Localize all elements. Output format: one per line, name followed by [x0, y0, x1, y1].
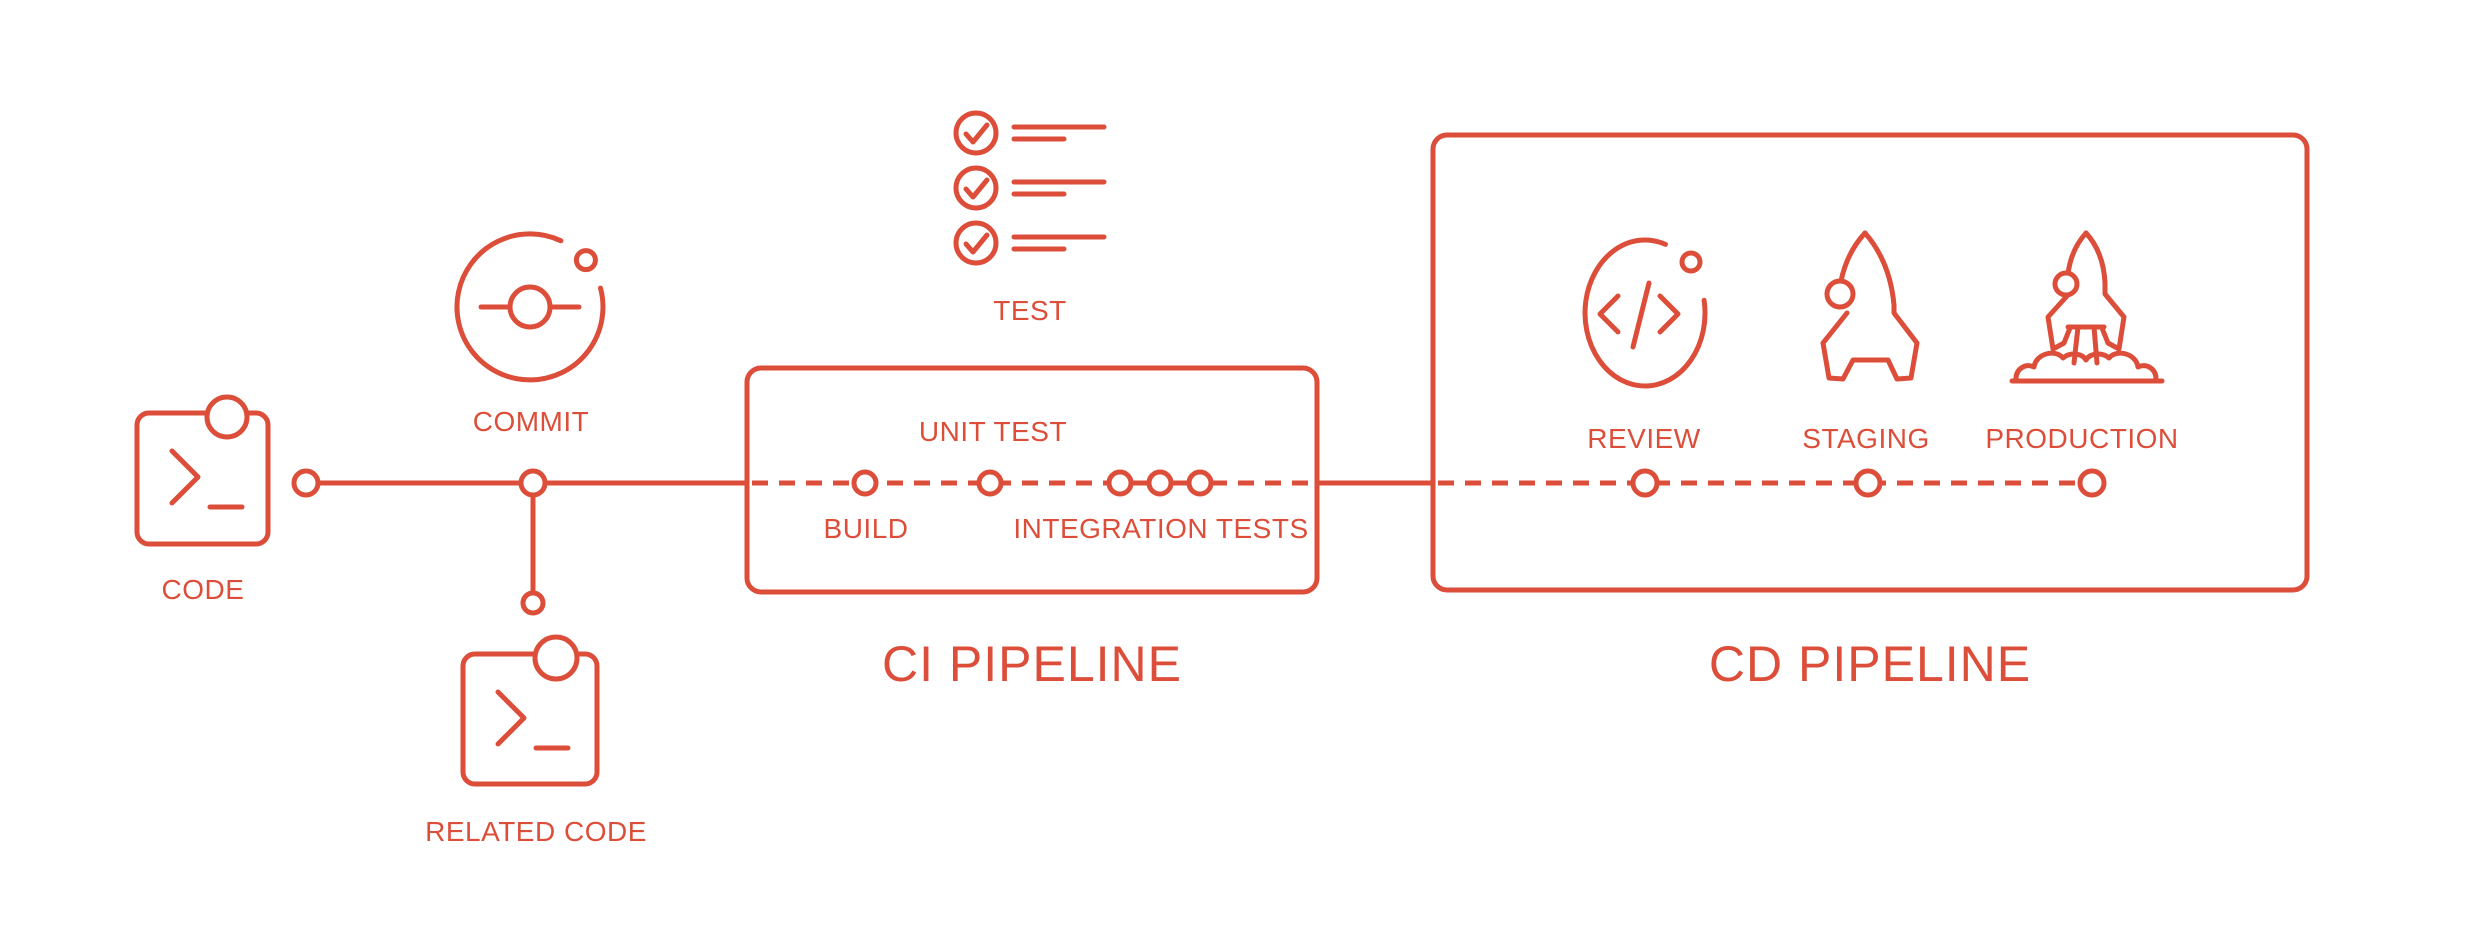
node-unit-test	[976, 469, 1004, 497]
node-build	[851, 469, 879, 497]
node-staging	[1853, 468, 1883, 498]
checklist-row	[953, 110, 1107, 156]
node-integration-2	[1146, 469, 1174, 497]
code-review-icon	[1582, 237, 1708, 389]
unit-test-label: UNIT TEST	[919, 416, 1067, 447]
node-commit	[518, 468, 548, 498]
checklist-icon	[953, 110, 1107, 266]
integration-tests-label: INTEGRATION TESTS	[1013, 513, 1308, 544]
ci-pipeline-title: CI PIPELINE	[882, 636, 1182, 692]
smoke-cloud	[2013, 350, 2159, 382]
node-integration-3	[1186, 469, 1214, 497]
terminal-icon	[460, 634, 600, 787]
cd-pipeline-box	[1430, 132, 2310, 593]
node-start	[291, 468, 321, 498]
node-production	[2077, 468, 2107, 498]
node-integration-1	[1106, 469, 1134, 497]
staging-label: STAGING	[1802, 423, 1929, 454]
test-label: TEST	[993, 295, 1067, 326]
review-label: REVIEW	[1587, 423, 1701, 454]
commit-icon	[454, 231, 606, 383]
ci-pipeline-box	[744, 365, 1320, 595]
node-branch-end	[520, 590, 546, 616]
code-label: CODE	[162, 574, 245, 605]
production-label: PRODUCTION	[1985, 423, 2178, 454]
node-review	[1630, 468, 1660, 498]
checklist-row	[953, 220, 1107, 266]
cd-pipeline-title: CD PIPELINE	[1709, 636, 2031, 692]
checklist-row	[953, 165, 1107, 211]
pipeline-nodes	[291, 468, 2107, 616]
rocket-icon	[1820, 230, 1920, 382]
terminal-icon	[134, 394, 271, 547]
build-label: BUILD	[824, 513, 909, 544]
rocket-launch-icon	[2009, 230, 2165, 384]
commit-label: COMMIT	[473, 406, 590, 437]
related-code-label: RELATED CODE	[425, 816, 647, 847]
